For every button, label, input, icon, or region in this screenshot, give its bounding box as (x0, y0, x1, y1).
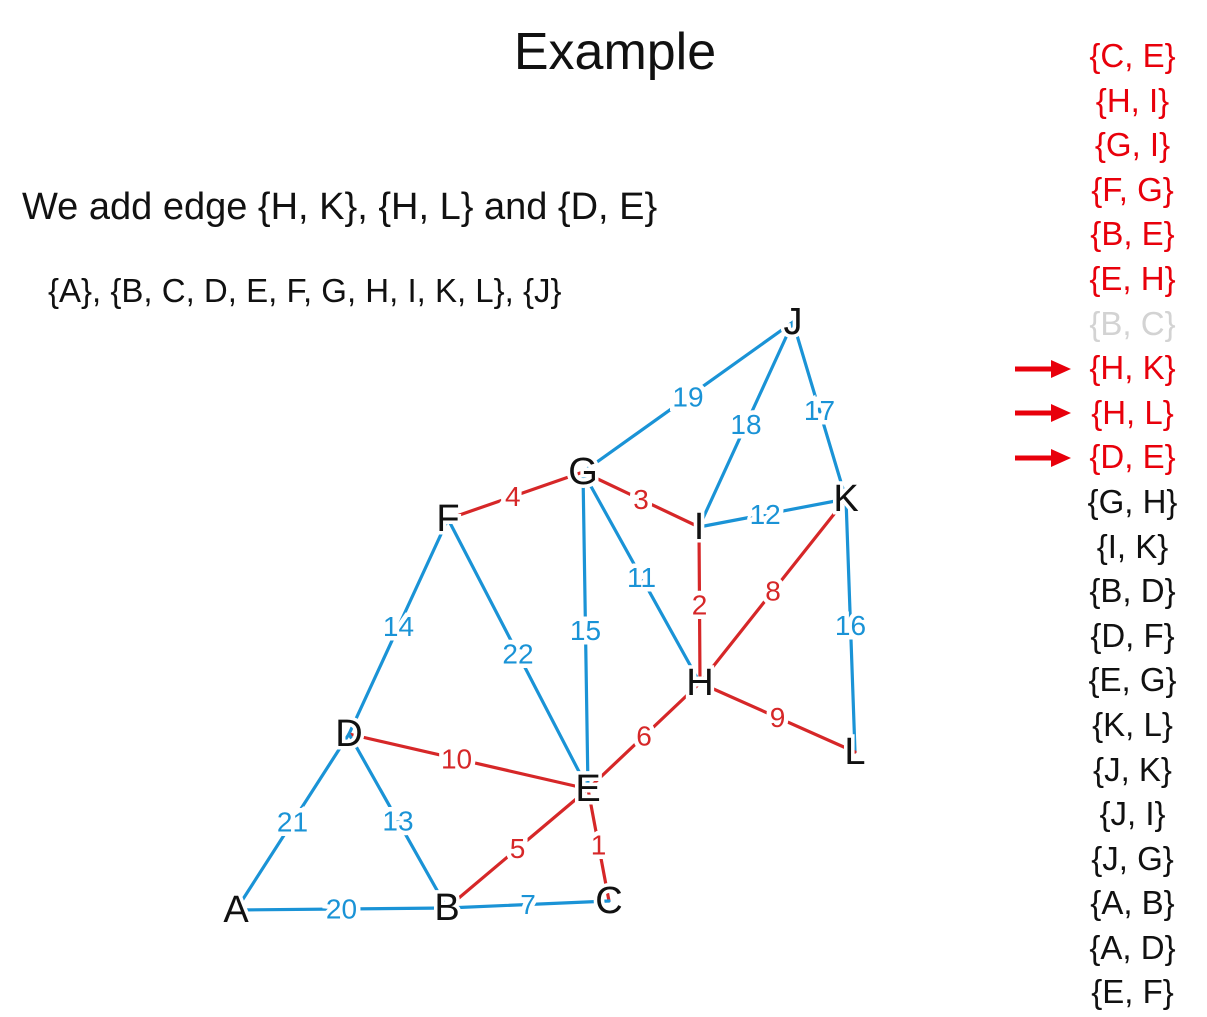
edge-b-c (445, 899, 611, 910)
sorted-edge-item: {H, I} (1095, 81, 1170, 119)
right-arrow-icon (1015, 448, 1071, 467)
edge-weight-label: 11 (627, 562, 656, 593)
edge-weight-label: 18 (730, 409, 761, 440)
sorted-edge-item: {H, L} (1091, 393, 1174, 431)
edge-weight-label: 1 (591, 830, 607, 861)
edge-j-k (791, 320, 848, 501)
sorted-edge-item: {G, I} (1094, 126, 1171, 164)
sorted-edge-item: {J, I} (1099, 795, 1166, 833)
edge-h-e (586, 681, 702, 791)
sorted-edge-item: {J, G} (1091, 839, 1174, 877)
node-j: J (784, 301, 803, 343)
sorted-edge-item: {G, H} (1087, 482, 1178, 520)
sorted-edge-item: {D, F} (1090, 616, 1175, 654)
sorted-edge-item: {I, K} (1096, 527, 1169, 565)
components-text: {A}, {B, C, D, E, F, G, H, I, K, L}, {J} (48, 272, 562, 309)
sorted-edge-item: {H, K} (1089, 349, 1176, 387)
edge-weight-label: 22 (502, 639, 533, 670)
edge-weight-label: 3 (633, 484, 649, 515)
edge-g-h (581, 470, 702, 685)
node-e: E (575, 768, 600, 810)
edge-weight-label: 12 (750, 499, 781, 530)
graph-diagram: 19 18 17 4 3 12 14 22 15 11 2 8 16 9 6 10 21 13 5 1 20 7 A B C D E… (223, 301, 867, 931)
edge-j-g (581, 320, 795, 474)
sorted-edge-item: {K, L} (1092, 705, 1173, 743)
edge-e-b (445, 787, 590, 910)
edge-weight-label: 4 (505, 481, 521, 512)
edge-weight-label: 19 (672, 382, 703, 413)
subtitle: We add edge {H, K}, {H, L} and {D, E} (22, 186, 658, 228)
edge-weight-label: 7 (520, 889, 536, 920)
edge-a-b (234, 906, 449, 912)
node-f: F (436, 498, 459, 540)
page-title: Example (513, 23, 717, 81)
sorted-edge-item: {B, E} (1090, 215, 1175, 253)
node-c: C (595, 880, 622, 922)
sorted-edge-item: {E, G} (1088, 661, 1177, 699)
sorted-edge-item: {C, E} (1089, 37, 1176, 74)
edge-weight-label: 21 (277, 807, 308, 838)
edge-weight-label: 10 (441, 743, 472, 774)
edge-weight-label: 17 (804, 395, 835, 426)
edge-g-e (581, 470, 590, 791)
edge-g-i (581, 470, 701, 529)
sorted-edge-list: {C, E} {H, I} {G, I} {F, G} {B, E} {E, H} {B, … (1060, 34, 1205, 1015)
node-d: D (335, 713, 362, 755)
edge-k-l (844, 497, 857, 754)
edge-weight-label: 15 (570, 615, 601, 646)
edge-i-h (697, 525, 702, 685)
sorted-edge-item: {E, H} (1089, 259, 1176, 297)
edge-weight-label: 8 (765, 576, 781, 607)
node-g: G (568, 451, 598, 493)
sorted-edge-item: {J, K} (1093, 750, 1172, 788)
edge-weight-label: 5 (510, 833, 526, 864)
right-arrow-icon (1015, 404, 1071, 423)
edge-d-e (347, 732, 590, 791)
sorted-edge-item: {E, F} (1091, 973, 1174, 1011)
node-l: L (844, 731, 865, 773)
node-k: K (833, 478, 858, 520)
edge-weight-label: 2 (692, 590, 708, 621)
right-arrow-icon (1015, 359, 1071, 378)
sorted-edge-item: {A, D} (1089, 928, 1176, 966)
node-h: H (686, 662, 713, 704)
node-b: B (434, 887, 459, 929)
edge-f-e (446, 517, 590, 791)
node-a: A (223, 889, 249, 931)
edge-d-a (234, 732, 351, 912)
edge-k-h (698, 497, 848, 685)
edge-f-g (446, 470, 585, 521)
edge-weight-label: 6 (636, 721, 652, 752)
edge-e-c (586, 787, 611, 903)
sorted-edge-item: {D, E} (1089, 438, 1176, 476)
edge-h-l (698, 681, 857, 754)
edge-weight-label: 16 (835, 610, 866, 641)
edge-j-i (697, 320, 795, 529)
sorted-edge-item: {A, B} (1090, 884, 1175, 922)
sorted-edge-item: {F, G} (1091, 170, 1174, 208)
edge-f-d (347, 517, 450, 736)
sorted-edge-item: {B, C} (1089, 304, 1176, 342)
sorted-edge-item: {B, D} (1089, 572, 1176, 610)
edge-weight-label: 13 (382, 806, 413, 837)
edge-i-k (697, 497, 848, 529)
edge-d-b (347, 732, 449, 910)
edge-weight-label: 20 (326, 894, 357, 925)
edge-weight-label: 14 (383, 611, 414, 642)
edge-weight-label: 9 (770, 702, 786, 733)
node-i: I (694, 506, 705, 548)
